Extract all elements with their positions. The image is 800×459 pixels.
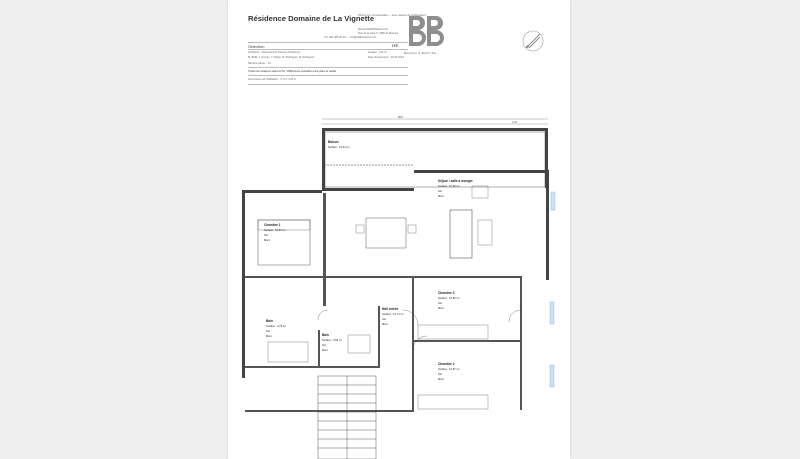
room-bain2-surface: Surface : 3.84 m² <box>322 338 342 342</box>
room-chambre2-detail-2: Murs <box>438 377 444 381</box>
footnote: Dimensions de l'habitation : 2,74 x 4,52… <box>248 78 297 81</box>
document-page: Résidence Domaine de La Vignette Photos … <box>228 0 570 459</box>
disclaimer: Toutes les cotations valent à 5% ! Diffé… <box>248 70 337 73</box>
room-bain2-detail-2: Murs <box>322 348 328 352</box>
room-bain1-surface: Surface : 4.76 m² <box>266 324 286 328</box>
room-chambre2-name: Chambre 2 <box>438 362 455 366</box>
company-name: Bureau Ballif Bâtiment SA <box>358 28 388 31</box>
room-bain2-name: Bain <box>322 333 329 337</box>
divider-info <box>248 67 408 68</box>
room-bain1-name: Bain <box>266 319 273 323</box>
divider-selection <box>248 49 408 50</box>
info-row-3: Nombre pièces : 4½ <box>248 62 272 65</box>
room-bain1-detail-1: Sol <box>266 329 270 333</box>
room-chambre1-detail-1: Sol <box>264 233 268 237</box>
divider-top <box>248 42 408 43</box>
room-hall-detail-1: Sol <box>382 317 386 321</box>
room-hall-name: Hall entrée <box>382 307 399 311</box>
room-balcon-name: Balcon <box>328 140 339 144</box>
floor-plan: 800 2.24 <box>242 115 556 459</box>
room-sejour-detail-2: Murs <box>438 194 444 198</box>
room-chambre2-detail-1: Sol <box>438 372 442 376</box>
info-right-1: Surface : 116 m² <box>368 51 387 54</box>
room-sejour-name: Séjour / salle à manger <box>438 179 473 183</box>
company-address: Rue de la Gare 5, 1890 St-Maurice <box>358 32 399 35</box>
logo-text: Baudraz & Ballif SA <box>404 51 437 55</box>
info-row-2: M. Ballif, J. Ducrey, Y. Ritzen, B. Rodr… <box>248 56 315 59</box>
room-hall-detail-2: Murs <box>382 322 388 326</box>
company-logo <box>409 16 444 46</box>
header-note: Photos non contractuelles — sous réserve… <box>358 14 427 17</box>
room-bain1-detail-2: Murs <box>266 334 272 338</box>
room-chambre3-detail-1: Sol <box>438 301 442 305</box>
room-chambre2-surface: Surface : 12.87 m² <box>438 367 459 371</box>
room-chambre3-detail-2: Murs <box>438 306 444 310</box>
info-right-2: Date d'impression : 29.04.2024 <box>368 56 404 59</box>
room-sejour-detail-1: Sol <box>438 189 442 193</box>
divider-footnote <box>248 84 408 85</box>
company-contacts: Tél. 024 485 00 00 — info@ballif-batimen… <box>324 36 377 39</box>
info-row-1: Architecte : Dénervaud et Derivaz Archit… <box>248 51 301 54</box>
room-chambre3-surface: Surface : 13.80 m² <box>438 296 459 300</box>
room-chambre1-detail-2: Murs <box>264 238 270 242</box>
room-bain2-detail-1: Sol <box>322 343 326 347</box>
room-balcon-surface: Surface : 19.44 m² <box>328 145 349 149</box>
room-chambre3-name: Chambre 3 <box>438 291 455 295</box>
dimension-top-label: 800 <box>398 115 403 119</box>
pen-icon <box>522 30 544 52</box>
room-sejour-surface: Surface : 37.69 m² <box>438 184 459 188</box>
selection-label: Sélection <box>248 44 265 49</box>
room-hall-surface: Surface : 12.74 m² <box>382 312 403 316</box>
room-chambre1-surface: Surface : 16.50 m² <box>264 228 285 232</box>
document-title: Résidence Domaine de La Vignette <box>248 14 375 23</box>
selection-value: HE <box>392 43 399 48</box>
room-chambre1-name: Chambre 1 <box>264 223 281 227</box>
dimension-sub-label: 2.24 <box>512 120 518 124</box>
divider-disclaimer <box>248 75 408 76</box>
